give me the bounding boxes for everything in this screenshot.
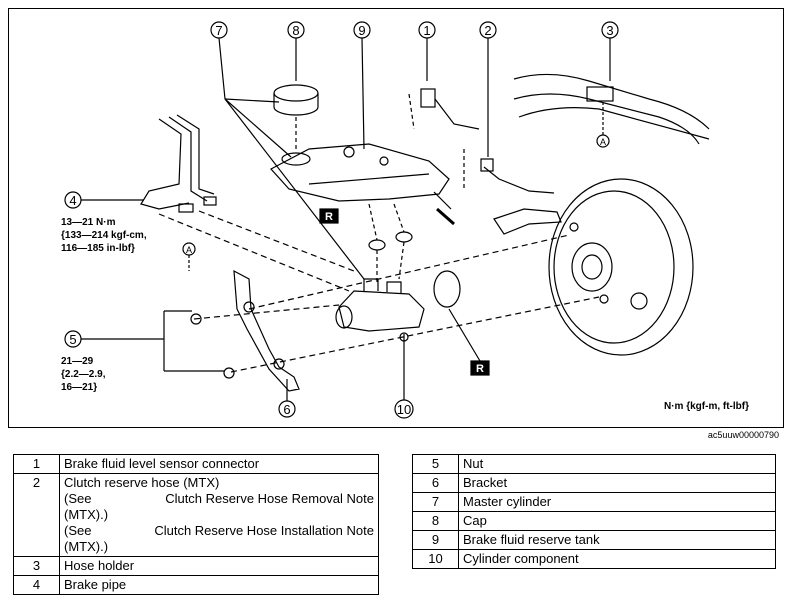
part-number: 6 (412, 473, 459, 493)
part-name: Cylinder component (458, 549, 776, 569)
callout-8: 8 (287, 21, 305, 81)
svg-text:{2.2—2.9,: {2.2—2.9, (61, 369, 106, 380)
torque-spec-4: 13—21 N·m {133—214 kgf-cm, 116—185 in-lb… (61, 217, 147, 254)
note-tail: (MTX).) (64, 539, 109, 554)
svg-text:R: R (476, 363, 484, 375)
part-number: 9 (412, 530, 459, 550)
exploded-diagram: 7 8 9 1 2 3 4 5 6 10 (8, 8, 784, 428)
grommets (368, 203, 413, 284)
parts-table-left: 1 Brake fluid level sensor connector 2 C… (13, 454, 379, 595)
part-name: Cap (458, 511, 776, 531)
svg-text:6: 6 (283, 402, 290, 417)
svg-text:16—21}: 16—21} (61, 382, 97, 393)
svg-text:21—29: 21—29 (61, 356, 94, 367)
part-number: 7 (412, 492, 459, 512)
installation-note-link[interactable]: Clutch Reserve Hose Installation Note (154, 523, 374, 538)
callout-4: 4 (64, 191, 144, 209)
table-row: 2 Clutch reserve hose (MTX) (See Clutch … (13, 473, 379, 557)
mounting-lines (158, 210, 600, 373)
r-marker-grommets: R (319, 208, 339, 224)
svg-text:R: R (325, 211, 333, 223)
callout-10: 10 (394, 334, 414, 419)
sensor-connector (408, 88, 480, 130)
part-name: Brake fluid reserve tank (458, 530, 776, 550)
svg-text:5: 5 (69, 332, 76, 347)
removal-note: (See Clutch Reserve Hose Removal Note (64, 491, 374, 507)
callout-3: 3 (601, 21, 619, 81)
part-number: 4 (13, 575, 60, 595)
svg-text:116—185 in-lbf}: 116—185 in-lbf} (61, 243, 135, 254)
part-name: Brake pipe (59, 575, 379, 595)
callout-7: 7 (210, 21, 365, 280)
callout-9: 9 (353, 21, 371, 150)
svg-text:13—21 N·m: 13—21 N·m (61, 217, 116, 228)
note-see: (See (64, 523, 92, 538)
svg-text:4: 4 (69, 193, 76, 208)
svg-text:10: 10 (397, 402, 411, 417)
cap (273, 84, 319, 149)
svg-text:7: 7 (215, 23, 222, 38)
removal-note-link[interactable]: Clutch Reserve Hose Removal Note (165, 491, 374, 506)
part-number: 8 (412, 511, 459, 531)
part-name: Clutch reserve hose (MTX) (64, 475, 220, 490)
table-row: 3 Hose holder (13, 556, 379, 576)
part-number: 3 (13, 556, 60, 576)
note-see: (See (64, 491, 92, 506)
part-name: Nut (458, 454, 776, 474)
hose-holder (513, 73, 710, 145)
svg-text:{133—214 kgf-cm,: {133—214 kgf-cm, (61, 230, 147, 241)
r-marker-oring: R (448, 308, 490, 376)
units-label: N·m {kgf-m, ft-lbf} (664, 401, 749, 412)
part-number: 1 (13, 454, 60, 474)
table-row: 4 Brake pipe (13, 575, 379, 595)
reserve-tank (270, 143, 455, 226)
a-marker-left: A (182, 242, 196, 271)
part-name: Master cylinder (458, 492, 776, 512)
callout-5: 5 (64, 310, 224, 372)
part-cell: Clutch reserve hose (MTX) (See Clutch Re… (59, 473, 379, 557)
part-name: Bracket (458, 473, 776, 493)
svg-text:1: 1 (423, 23, 430, 38)
svg-text:9: 9 (358, 23, 365, 38)
part-name: Brake fluid level sensor connector (59, 454, 379, 474)
torque-spec-5: 21—29 {2.2—2.9, 16—21} (61, 356, 106, 393)
svg-text:2: 2 (484, 23, 491, 38)
figure-id: ac5uuw00000790 (707, 430, 779, 440)
part-number: 5 (412, 454, 459, 474)
o-ring (433, 270, 461, 308)
callout-2: 2 (479, 21, 497, 157)
part-name: Hose holder (59, 556, 379, 576)
master-cylinder (335, 278, 425, 342)
brake-pipe (140, 114, 217, 213)
callout-6: 6 (278, 379, 296, 418)
table-row: 1 Brake fluid level sensor connector (13, 454, 379, 474)
installation-note: (See Clutch Reserve Hose Installation No… (64, 523, 374, 539)
note-tail: (MTX).) (64, 507, 109, 522)
clutch-hose (463, 149, 555, 194)
part-number: 2 (13, 473, 60, 557)
diagram-drawing: 7 8 9 1 2 3 4 5 6 10 (61, 21, 749, 419)
svg-text:8: 8 (292, 23, 299, 38)
bracket (190, 269, 300, 392)
brake-booster (493, 178, 694, 356)
svg-text:A: A (186, 245, 192, 255)
svg-text:3: 3 (606, 23, 613, 38)
callout-1: 1 (418, 21, 436, 81)
a-marker-right: A (596, 101, 610, 148)
svg-text:A: A (600, 137, 606, 147)
part-number: 10 (412, 549, 459, 569)
